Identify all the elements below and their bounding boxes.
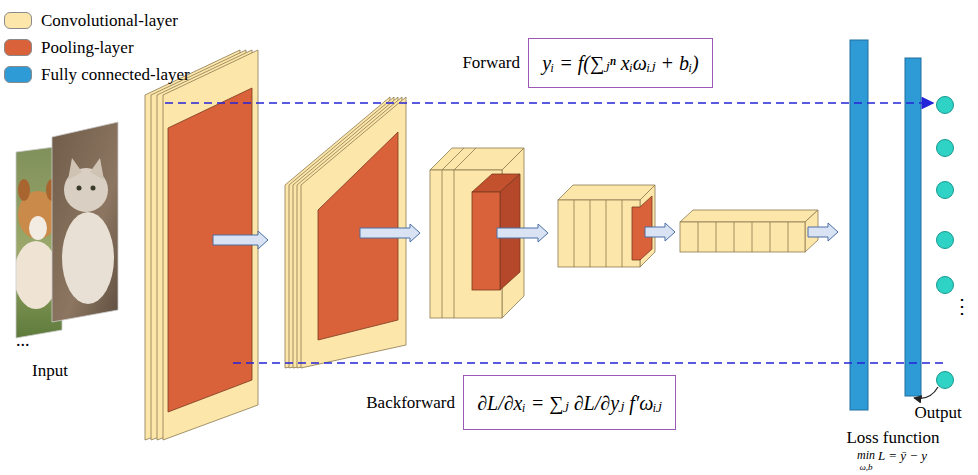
conv-front [430, 170, 502, 318]
photo-ground [48, 118, 122, 328]
slab-line [442, 170, 443, 318]
pool-front [472, 192, 500, 290]
input-label: Input [32, 361, 68, 381]
conv-top [558, 185, 655, 200]
ellipsis: ... [16, 330, 30, 351]
block-arrow [360, 224, 420, 242]
slab-line [698, 222, 699, 252]
block-arrow [497, 224, 548, 242]
formula-box: Backforward∂L/∂xᵢ = ∑ⱼ ∂L/∂yⱼ f′ωᵢⱼ [463, 375, 676, 430]
output-arrow [914, 387, 938, 399]
formula-box: Forwardyᵢ = f(∑ⱼⁿ xᵢωᵢⱼ + bᵢ) [528, 38, 713, 88]
dog-muzzle [29, 216, 47, 240]
loss-formula: L = ȳ − y [878, 448, 927, 464]
slab-line [734, 222, 735, 252]
output-neuron [937, 182, 954, 199]
slab-line [442, 148, 464, 170]
conv-top [680, 210, 818, 222]
legend-swatch [4, 66, 32, 83]
input-photo [10, 118, 122, 340]
slab-line [622, 200, 623, 267]
output-neuron [937, 372, 954, 389]
photo-frame [52, 122, 118, 322]
block-arrow [213, 231, 268, 249]
cat-ear [68, 158, 82, 180]
conv-front [558, 200, 640, 267]
output-neuron [937, 97, 954, 114]
block-arrow [808, 223, 838, 241]
output-neurons [937, 97, 954, 389]
slab-line [770, 222, 771, 252]
conv-block [558, 185, 655, 267]
min-operator: min [857, 448, 875, 463]
fc-bar [850, 40, 868, 410]
slab-line [752, 222, 753, 252]
slab-line [574, 200, 575, 267]
dog-body [14, 241, 58, 309]
output-label: Output [914, 403, 961, 423]
legend-text: Fully connected-layer [41, 65, 190, 85]
dog-ear [18, 179, 30, 201]
legend-text: Pooling-layer [41, 38, 134, 58]
conv-block [680, 210, 818, 252]
legend-entry: Pooling-layer [4, 34, 190, 61]
legend-swatch [4, 39, 32, 56]
legend-entry: Convolutional-layer [4, 7, 190, 34]
block-arrow [645, 223, 675, 241]
cat-ear [90, 158, 104, 180]
min-subscript: ω,b [859, 462, 872, 472]
slab-line [590, 200, 591, 267]
vertical-ellipsis: ⋮ [952, 294, 972, 318]
formula-text: yᵢ = f(∑ⱼⁿ xᵢωᵢⱼ + bᵢ) [534, 51, 707, 75]
formula-heading: Backforward [366, 393, 455, 413]
cat-eye [77, 186, 82, 191]
forward-line [165, 102, 933, 104]
output-neuron [937, 277, 954, 294]
loss-label: Loss function [846, 428, 939, 448]
formula-heading: Forward [462, 53, 520, 73]
slab-line [788, 222, 789, 252]
slab-line [454, 170, 455, 318]
legend-swatch [4, 12, 32, 29]
slab-line [716, 222, 717, 252]
legend: Convolutional-layerPooling-layerFully co… [4, 7, 190, 88]
cat-body [62, 212, 114, 304]
cat-eye [91, 186, 96, 191]
slab-line [454, 148, 476, 170]
legend-entry: Fully connected-layer [4, 61, 190, 88]
output-neuron [937, 232, 954, 249]
fc-bar [905, 58, 921, 396]
formula-text: ∂L/∂xᵢ = ∑ⱼ ∂L/∂yⱼ f′ωᵢⱼ [469, 391, 670, 415]
conv-front [680, 222, 805, 252]
legend-text: Convolutional-layer [41, 11, 178, 31]
backward-line [233, 362, 945, 364]
output-neuron [937, 140, 954, 157]
flow-arrow [213, 223, 838, 249]
slab-line [606, 200, 607, 267]
